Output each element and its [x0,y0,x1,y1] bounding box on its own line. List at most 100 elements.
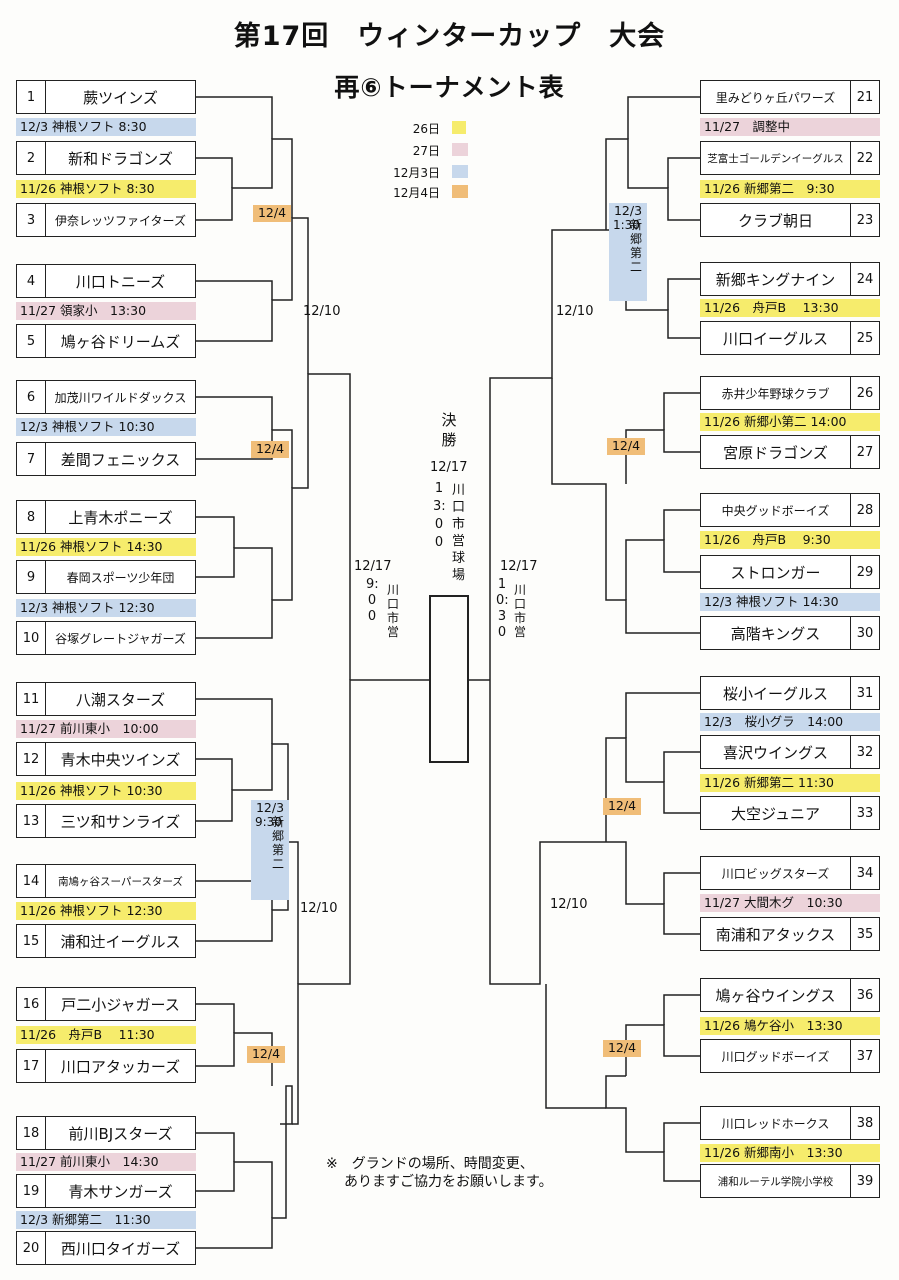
round-date-label: 12/10 [303,304,341,319]
badge-date: 12/3 [255,800,285,815]
team-number: 5 [17,325,46,357]
match-schedule: 11/26 新郷南小 13:30 [700,1144,880,1162]
team-name: 蕨ツインズ [83,88,158,107]
team-slot: 17 川口アタッカーズ [16,1049,196,1083]
match-schedule: 12/3 神根ソフト 14:30 [700,593,880,611]
round-date-label: 12/10 [300,901,338,916]
team-number: 7 [17,443,46,475]
match-schedule: 11/26 舟戸B 11:30 [16,1026,196,1044]
round-date-badge: 12/4 [251,441,289,458]
round-date-badge: 12/3 1:30 新郷第二 [609,203,647,301]
team-name: 新郷キングナイン [715,270,836,289]
badge-time: 1:30 [613,218,640,232]
team-name: 川口ビッグスターズ [721,866,830,881]
final-date: 12/17 [430,460,468,475]
legend-swatch [452,165,468,178]
match-schedule: 11/26 神根ソフト 14:30 [16,538,196,556]
semifinal-date: 12/17 [500,559,538,574]
team-number: 1 [17,81,46,113]
team-number: 15 [17,925,46,957]
team-number: 6 [17,381,46,413]
team-name: 川口アタッカーズ [60,1057,181,1076]
team-number: 36 [850,979,879,1011]
team-name: 川口レッドホークス [721,1116,830,1131]
team-number: 19 [17,1175,46,1207]
team-number: 25 [850,322,879,354]
team-number: 9 [17,561,46,593]
team-name: 浦和ルーテル学院小学校 [717,1175,834,1188]
match-schedule: 11/26 神根ソフト 10:30 [16,782,196,800]
match-schedule: 11/26 神根ソフト 8:30 [16,180,196,198]
team-slot: 7 差間フェニックス [16,442,196,476]
match-schedule: 11/26 鳩ケ谷小 13:30 [700,1017,880,1035]
team-name: 大空ジュニア [731,804,820,823]
team-number: 38 [850,1107,879,1139]
team-slot: 19 青木サンガーズ [16,1174,196,1208]
team-number: 22 [850,142,879,174]
team-number: 23 [850,204,879,236]
team-number: 39 [850,1165,879,1197]
team-number: 4 [17,265,46,297]
team-name: 西川口タイガーズ [60,1239,181,1258]
match-schedule: 11/26 神根ソフト 12:30 [16,902,196,920]
team-name: 鳩ヶ谷ウイングス [715,986,836,1005]
team-name: 差間フェニックス [60,450,181,469]
team-number: 2 [17,142,46,174]
team-number: 12 [17,743,46,775]
team-name: 伊奈レッツファイターズ [55,213,186,228]
legend-swatch [452,121,466,134]
legend-label: 27日 [412,144,440,158]
team-name: 浦和辻イーグルス [60,932,181,951]
team-slot: 15 浦和辻イーグルス [16,924,196,958]
match-schedule: 12/3 神根ソフト 8:30 [16,118,196,136]
team-name: 青木サンガーズ [68,1182,173,1201]
legend-label: 12月4日 [393,186,440,200]
semifinal-venue: 川口市営 [514,583,527,639]
match-schedule: 11/27 前川東小 14:30 [16,1153,196,1171]
legend-swatch [452,143,468,156]
legend-swatch [452,185,468,198]
team-number: 20 [17,1232,46,1264]
round-date-badge: 12/4 [247,1046,285,1063]
team-name: 前川BJスターズ [68,1124,173,1143]
note-line: ありますご協力をお願いします。 [344,1174,553,1190]
match-schedule: 11/26 新郷小第二 14:00 [700,413,880,431]
team-number: 31 [850,677,879,709]
round-date-label: 12/10 [556,304,594,319]
team-name: 宮原ドラゴンズ [723,443,828,462]
final-time: 13:00 [433,481,446,550]
team-name: 中央グッドボーイズ [721,503,830,518]
team-number: 13 [17,805,46,837]
team-slot: 川口グッドボーイズ 37 [700,1039,880,1073]
match-schedule: 11/27 調整中 [700,118,880,136]
badge-date: 12/3 [613,203,643,218]
match-schedule: 11/27 大間木グ 10:30 [700,894,880,912]
team-number: 14 [17,865,46,897]
team-number: 17 [17,1050,46,1082]
team-name: 川口グッドボーイズ [721,1049,830,1064]
semifinal-time: 9:00 [366,577,379,624]
team-number: 32 [850,736,879,768]
semifinal-date: 12/17 [354,559,392,574]
team-name: 南浦和アタックス [715,925,836,944]
team-number: 37 [850,1040,879,1072]
team-name: 里みどりヶ丘パワーズ [715,90,836,105]
team-number: 3 [17,204,46,236]
team-name: 谷塚グレートジャガーズ [55,631,186,646]
team-name: 新和ドラゴンズ [68,149,173,168]
